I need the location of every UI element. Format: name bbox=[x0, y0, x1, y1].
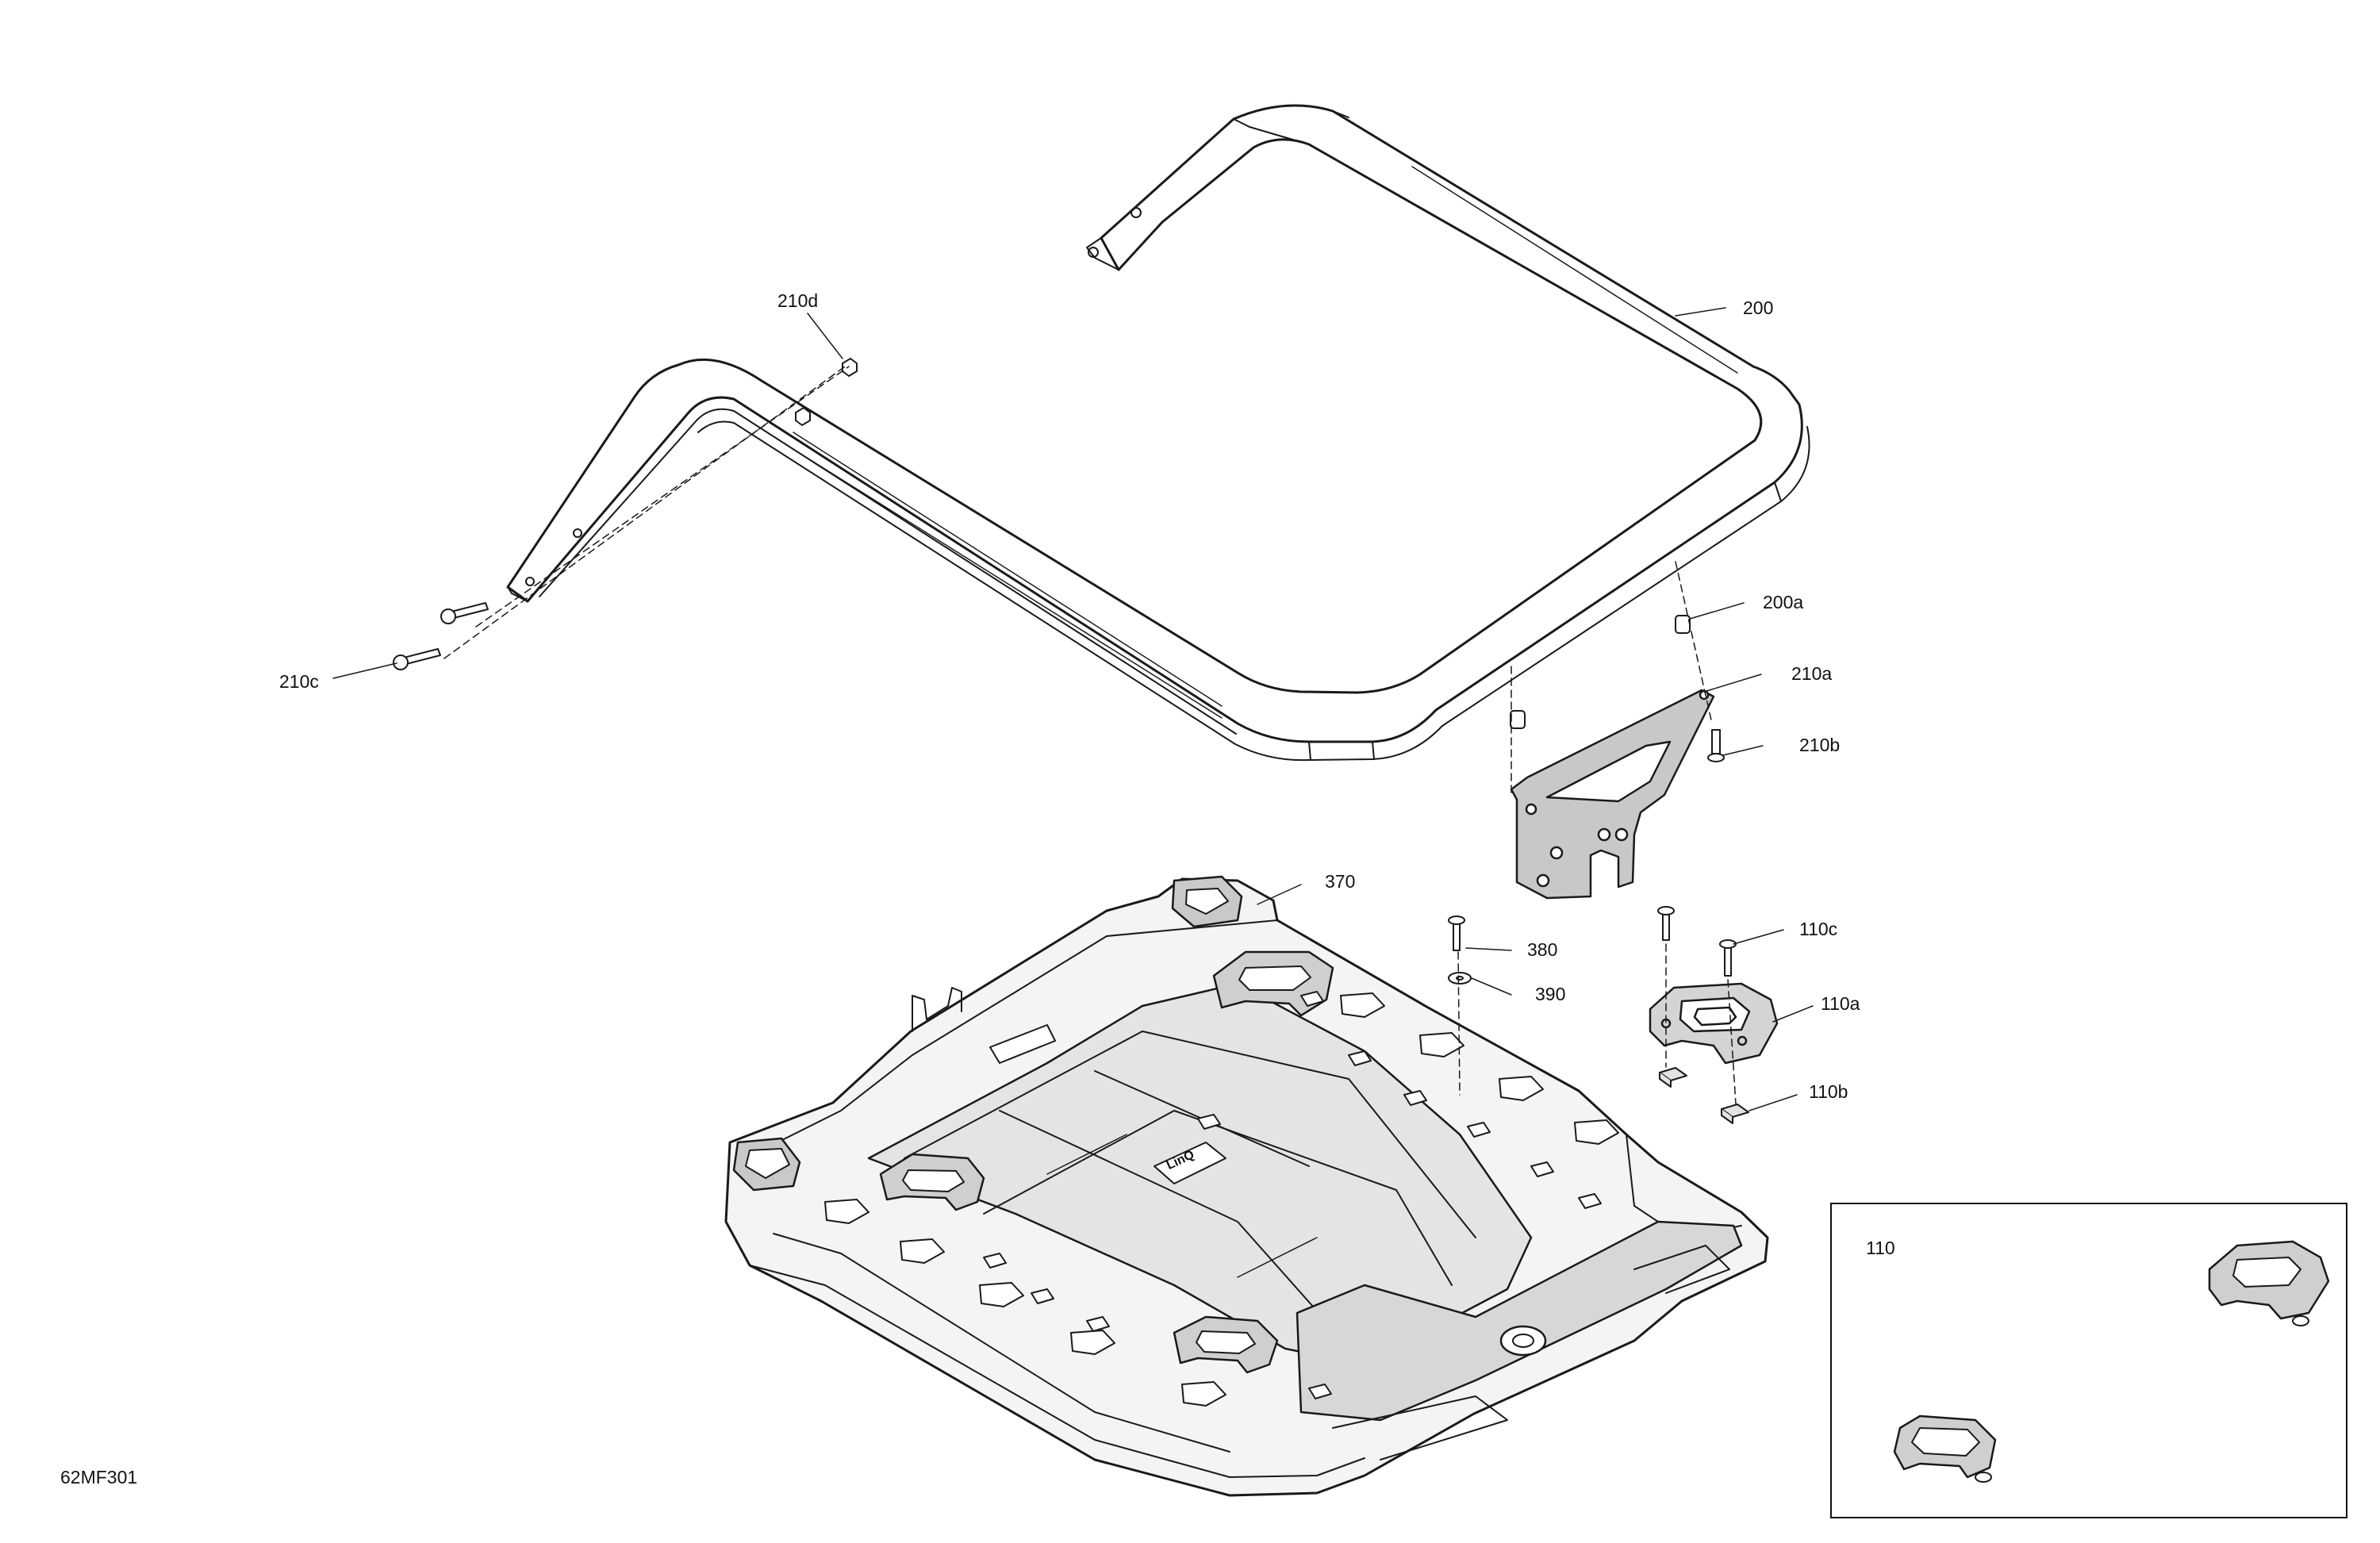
callout-110c: 110c bbox=[1799, 919, 1838, 939]
callout-380: 380 bbox=[1527, 939, 1558, 960]
rack-loop-tube-200 bbox=[506, 104, 1810, 762]
callout-210d: 210d bbox=[777, 290, 819, 311]
inset-label: 110 bbox=[1866, 1238, 1895, 1258]
callout-110a: 110a bbox=[1821, 993, 1860, 1014]
assembly-dash-lines bbox=[443, 366, 1737, 1105]
inset-box: 110 bbox=[1830, 1203, 2347, 1518]
callout-210b: 210b bbox=[1799, 735, 1841, 755]
bolt-210c bbox=[393, 602, 489, 670]
diagram-code: 62MF301 bbox=[60, 1467, 138, 1487]
washer-390 bbox=[1448, 972, 1472, 985]
screw-210b bbox=[1707, 729, 1725, 762]
anchor-110a bbox=[1649, 982, 1779, 1065]
inset-anchor-lower bbox=[1893, 1414, 1997, 1483]
screw-110c bbox=[1657, 906, 1737, 977]
callout-200: 200 bbox=[1743, 297, 1774, 318]
callout-210c: 210c bbox=[279, 671, 319, 692]
callout-110b: 110b bbox=[1809, 1081, 1848, 1102]
inset-anchor-upper bbox=[2208, 1240, 2330, 1326]
spacer-200a bbox=[1510, 615, 1691, 729]
callout-370: 370 bbox=[1325, 871, 1356, 892]
rack-platform-370 bbox=[724, 875, 1769, 1497]
nut-210d bbox=[795, 358, 858, 426]
callout-390: 390 bbox=[1535, 984, 1566, 1004]
screw-380 bbox=[1448, 915, 1465, 951]
platform-slots bbox=[824, 991, 1619, 1407]
leader-lines bbox=[332, 307, 1814, 1111]
nut-plate-110b bbox=[1659, 1067, 1749, 1124]
callout-200a: 200a bbox=[1763, 592, 1804, 612]
callout-210a: 210a bbox=[1791, 663, 1833, 684]
bracket-210a bbox=[1510, 689, 1715, 900]
